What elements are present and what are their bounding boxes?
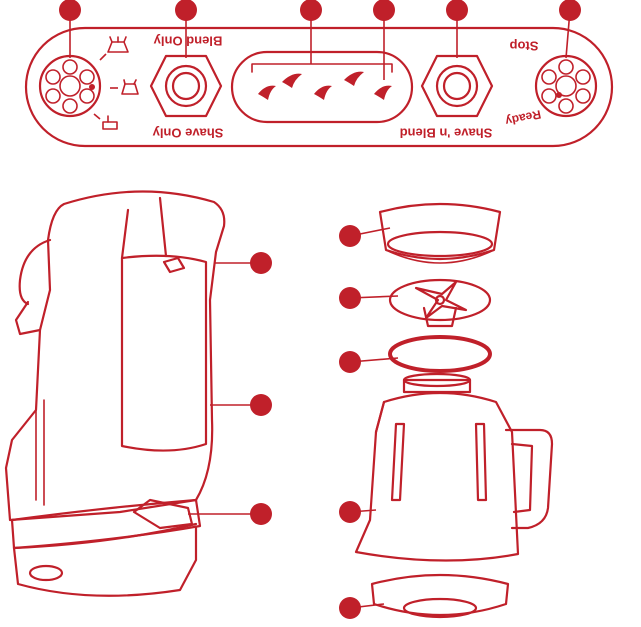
callout-marker: [339, 225, 361, 247]
jar-base: [372, 575, 508, 617]
blend-mode-icon: [110, 80, 138, 94]
base-callouts: [188, 252, 272, 525]
stop-label: Stop: [510, 39, 539, 54]
callout-marker: [250, 394, 272, 416]
stop-ready-knob[interactable]: [536, 56, 596, 116]
control-panel: Blend Only Shave Only Shave 'n Blend: [26, 28, 612, 146]
motor-base: [6, 191, 224, 595]
jar-collar: [380, 204, 500, 263]
mode-selector-knob[interactable]: [40, 56, 100, 116]
shave-n-blend-label: Shave 'n Blend: [400, 126, 493, 141]
shave-only-label: Shave Only: [152, 126, 224, 141]
shave-n-blend-button[interactable]: [422, 56, 492, 116]
ready-label: Ready: [504, 107, 542, 128]
blade-selector-window: [232, 52, 412, 122]
o-ring: [390, 337, 490, 371]
blend-only-label: Blend Only: [153, 34, 222, 49]
callout-marker: [300, 0, 322, 21]
callout-marker: [339, 351, 361, 373]
jar-callouts: [339, 225, 398, 619]
panel-callouts: [59, 0, 581, 80]
callout-marker: [175, 0, 197, 21]
pour-mode-icon: [94, 114, 117, 129]
callout-marker: [446, 0, 468, 21]
ice-shave-mode-icon: [100, 37, 128, 60]
callout-marker: [373, 0, 395, 21]
blend-only-button[interactable]: [151, 56, 221, 116]
callout-marker: [339, 501, 361, 523]
callout-marker: [250, 503, 272, 525]
callout-marker: [339, 287, 361, 309]
callout-marker: [339, 597, 361, 619]
jar: [356, 374, 552, 561]
shaver-blade-icon: [258, 72, 392, 100]
blade-assembly: [390, 280, 490, 326]
callout-marker: [250, 252, 272, 274]
callout-marker: [59, 0, 81, 21]
callout-marker: [559, 0, 581, 21]
